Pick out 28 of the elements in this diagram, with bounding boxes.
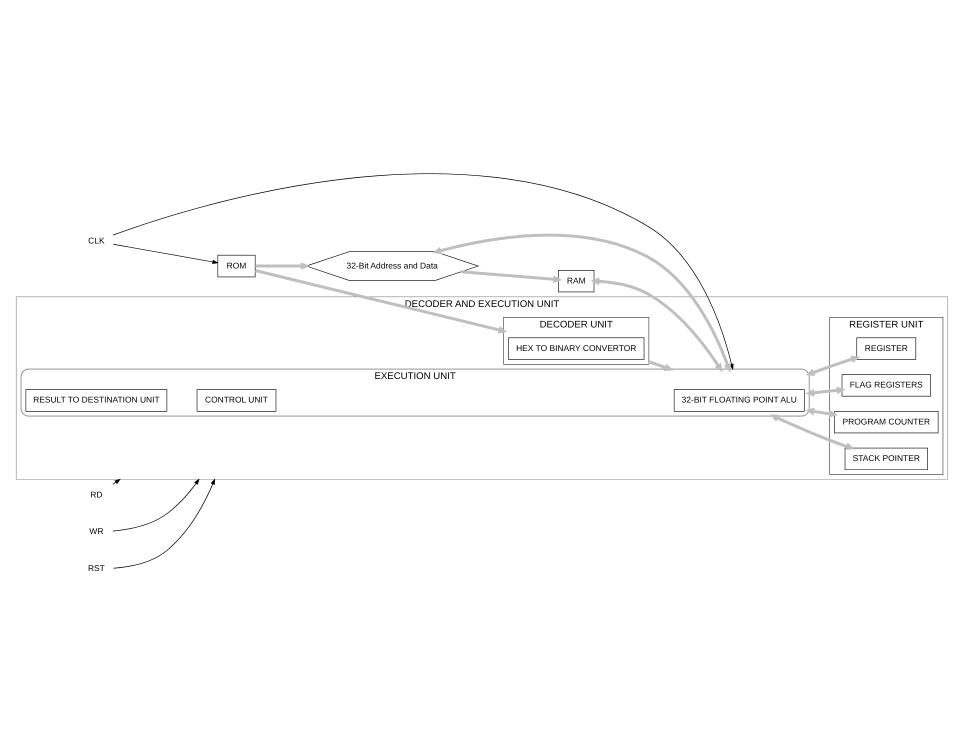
arrow (804, 408, 838, 418)
node-box: RAM (558, 270, 594, 292)
arrow (648, 360, 673, 371)
arrow (112, 478, 200, 532)
node-box: REGISTER (856, 337, 916, 360)
arrow (112, 478, 215, 569)
node-box: PROGRAM COUNTER (834, 410, 938, 434)
arrow (112, 244, 218, 264)
arrow (254, 262, 310, 270)
arrow (804, 386, 846, 397)
node-box: HEX TO BINARY CONVERTOR (508, 337, 644, 360)
arrow (769, 414, 854, 450)
node-box: RESULT TO DESTINATION UNIT (25, 389, 167, 412)
node-text: CLK (88, 236, 104, 246)
arrow (590, 278, 722, 372)
node-box: FLAG REGISTERS (841, 374, 930, 397)
node-box: ROM (217, 254, 255, 278)
arrow (460, 270, 562, 284)
node-box: STACK POINTER (844, 448, 928, 470)
node-text: RST (87, 562, 104, 573)
node-text: RD (90, 489, 102, 500)
node-box: 32-BIT FLOATING POINT ALU (673, 389, 804, 412)
node-box: CONTROL UNIT (196, 389, 276, 412)
arrow (805, 356, 860, 376)
arrow (254, 269, 507, 334)
node-text: WR (88, 526, 103, 536)
arrow (112, 478, 120, 485)
arrow (432, 234, 731, 373)
